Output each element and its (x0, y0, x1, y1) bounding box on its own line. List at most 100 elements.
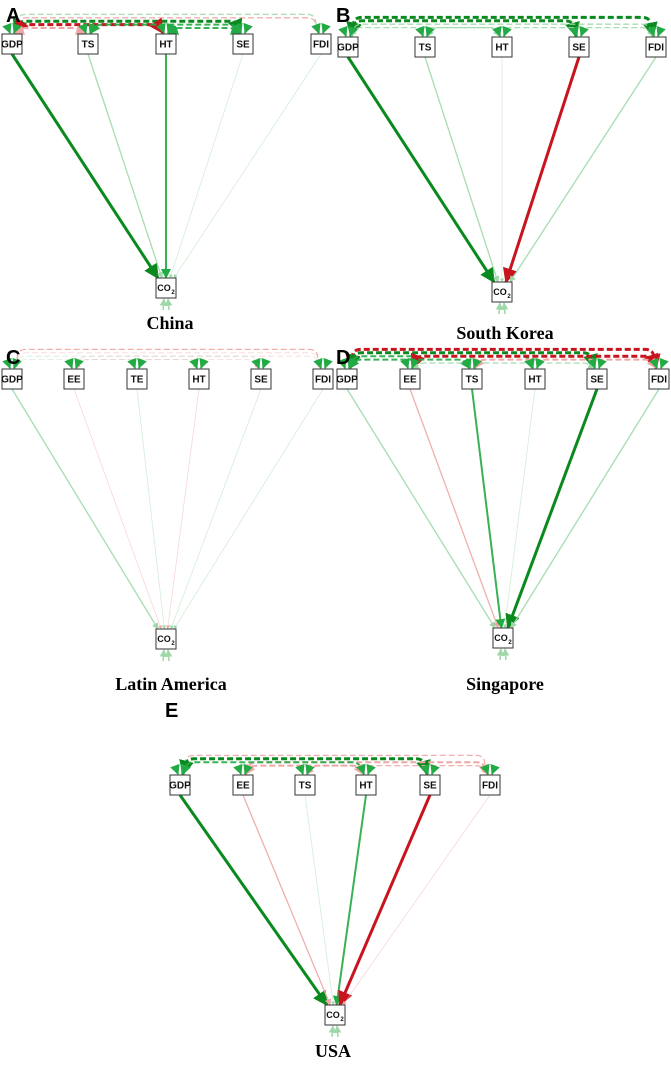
node-ht: HT (491, 36, 513, 58)
covariance-arc-gdp-ht (350, 26, 500, 37)
covariance-arc-ts-fdi (427, 26, 654, 37)
node-fdi: FDI (648, 368, 670, 390)
variance-arrow-gdp (2, 22, 12, 34)
node-label: GDP (1, 375, 23, 386)
node-fdi: FDI (479, 774, 501, 796)
node-fdi: FDI (645, 36, 667, 58)
node-ht: HT (155, 33, 177, 55)
covariance-arc-gdp-fdi (12, 348, 323, 369)
node-label: SE (590, 375, 604, 386)
regression-paths (346, 388, 660, 630)
covariance-arc-gdp-fdi (350, 23, 654, 37)
node-ht: HT (188, 368, 210, 390)
node-ts: TS (294, 774, 316, 796)
variance-arrow-gdp (170, 763, 180, 775)
path-ts-to-co2 (87, 53, 164, 279)
path-se-to-co2 (338, 794, 432, 1007)
node-label: EE (236, 781, 250, 792)
regression-paths (346, 56, 657, 284)
path-fdi-to-co2 (173, 388, 324, 630)
variance-arrow-ee (243, 763, 253, 775)
co2-label: CO (326, 1010, 340, 1020)
variance-arrow-ht (366, 763, 376, 775)
node-se: SE (586, 368, 608, 390)
residual-arrow (328, 1025, 337, 1038)
node-ts: TS (77, 33, 99, 55)
node-gdp: GDP (1, 33, 23, 55)
node-fdi: FDI (312, 368, 334, 390)
node-label: EE (403, 375, 417, 386)
path-se-to-co2 (169, 53, 244, 279)
covariance-arc-ts-fdi (474, 357, 657, 369)
residual-arrows (495, 302, 509, 315)
variance-arrow-se (233, 22, 243, 34)
regression-paths (11, 388, 324, 630)
node-label: TS (466, 375, 479, 386)
variance-arrow-ee (64, 357, 74, 369)
covariance-arc-gdp-ht (181, 761, 365, 775)
residual-arrow (496, 648, 505, 661)
variance-arrow-se (420, 763, 430, 775)
node-fdi: FDI (310, 33, 332, 55)
co2-subscript: 2 (171, 641, 175, 647)
co2-subscript: 2 (508, 640, 512, 646)
path-fdi-to-co2 (342, 794, 491, 1006)
path-fdi-to-co2 (173, 53, 322, 279)
path-ht-to-co2 (166, 388, 200, 630)
path-fdi-to-co2 (509, 56, 657, 283)
panel-title: Singapore (466, 674, 544, 694)
variance-arrow-gdp (2, 357, 12, 369)
residual-arrow (159, 298, 168, 311)
co2-label: CO (157, 634, 171, 644)
covariance-arc-ee-fdi (244, 761, 489, 775)
residual-arrow (500, 302, 509, 315)
node-se: SE (568, 36, 590, 58)
variance-arrow-ee (400, 357, 410, 369)
node-label: HT (495, 43, 508, 54)
residual-arrow (501, 648, 510, 661)
variance-arrow-te (127, 357, 137, 369)
variance-arrows (170, 763, 500, 775)
co2-subscript: 2 (507, 294, 511, 300)
residual-arrows (496, 648, 510, 661)
node-label: FDI (313, 40, 329, 51)
variance-arrow-fdi (646, 25, 656, 37)
variance-arrow-gdp (347, 357, 357, 369)
variance-arrow-ts (78, 22, 88, 34)
path-gdp-to-co2 (178, 794, 329, 1007)
node-label: TE (131, 375, 144, 386)
path-te-to-co2 (136, 388, 166, 630)
variance-arrow-fdi (649, 357, 659, 369)
co2-label: CO (157, 283, 171, 293)
variance-arrow-ht (189, 357, 199, 369)
path-gdp-to-co2 (346, 56, 496, 284)
variance-arrow-se (569, 25, 579, 37)
covariance-arcs (346, 15, 658, 38)
node-ee: EE (63, 368, 85, 390)
node-label: SE (572, 43, 586, 54)
node-ts: TS (461, 368, 483, 390)
variance-arrow-ee (410, 357, 420, 369)
node-label: TS (299, 781, 312, 792)
variance-arrow-se (243, 22, 253, 34)
variance-arrow-ht (492, 25, 502, 37)
residual-arrow (164, 649, 173, 662)
node-label: FDI (651, 375, 667, 386)
panel-letter: B (336, 5, 350, 27)
variance-arrow-gdp (12, 357, 22, 369)
variance-arrow-ts (425, 25, 435, 37)
path-ee-to-co2 (242, 794, 331, 1006)
covariance-arc-gdp-ht (14, 359, 197, 369)
path-gdp-to-co2 (11, 388, 159, 630)
variance-arrows (338, 25, 666, 37)
path-ht-to-co2 (332, 794, 367, 1006)
node-label: HT (159, 40, 172, 51)
node-ee: EE (232, 774, 254, 796)
panel-title: USA (315, 1041, 351, 1061)
covariance-arc-gdp-ts (349, 357, 470, 369)
variance-arrow-gdp (180, 763, 190, 775)
